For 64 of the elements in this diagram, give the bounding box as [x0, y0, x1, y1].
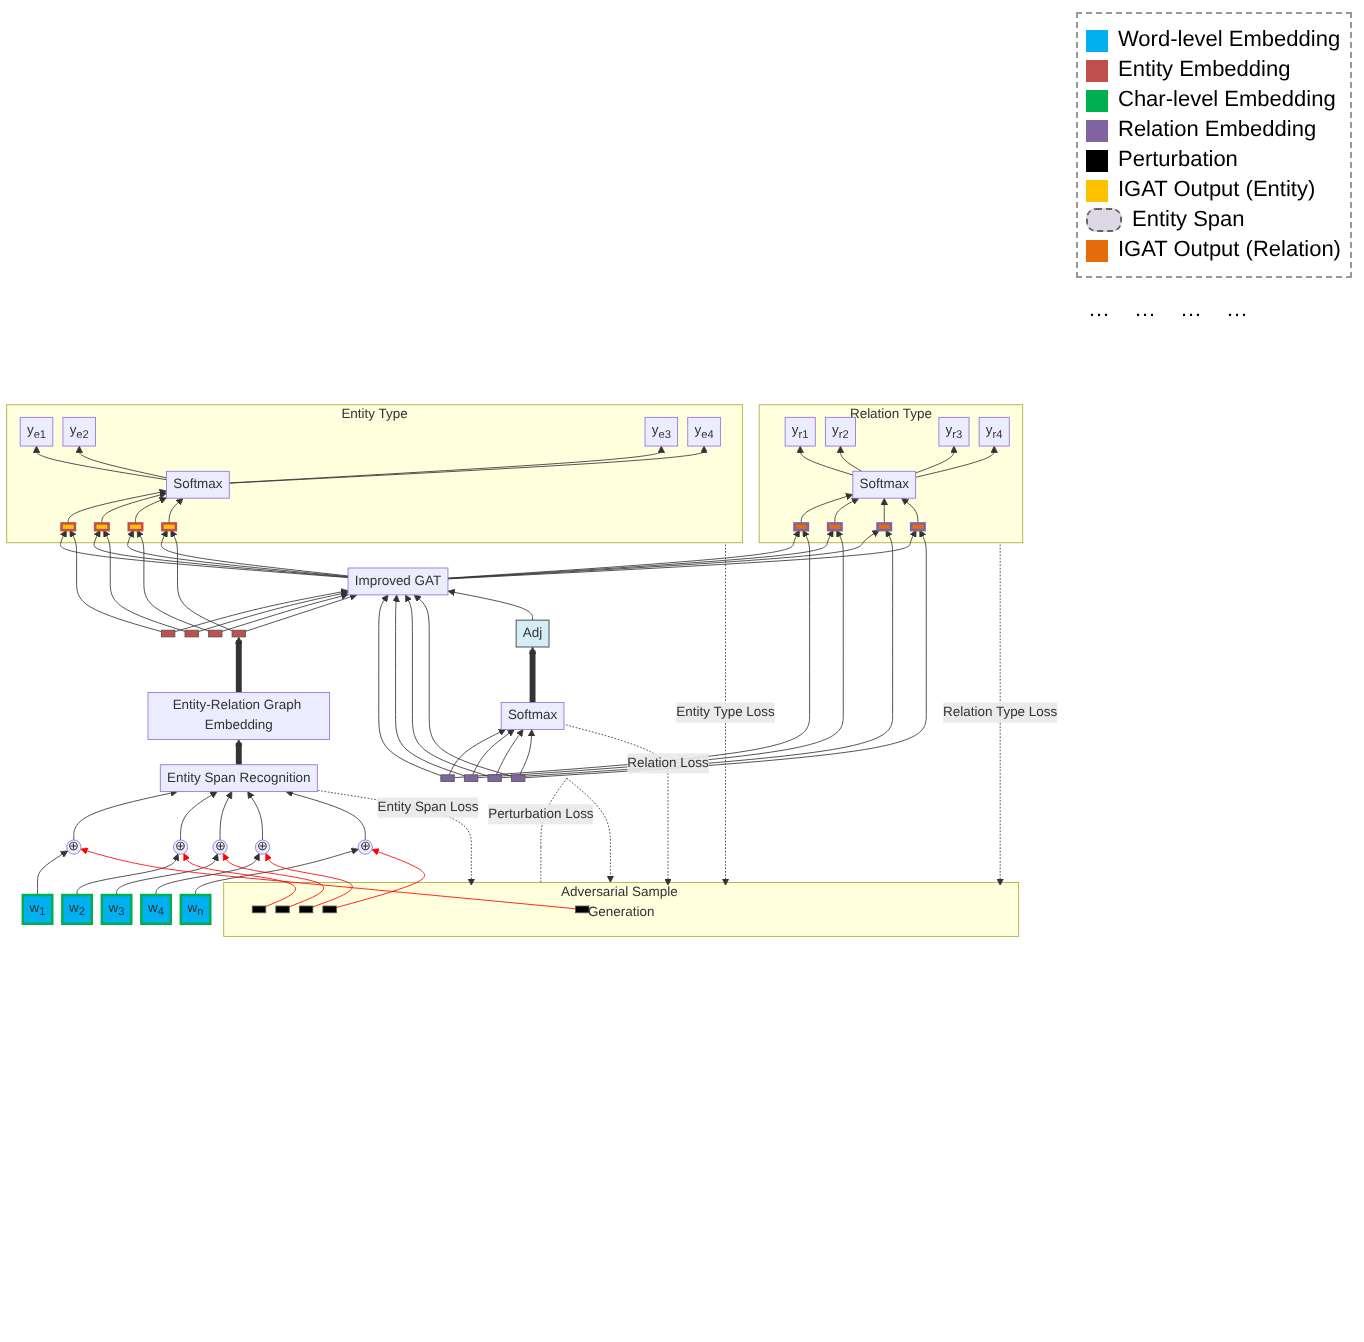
legend-text: Perturbation	[1118, 148, 1238, 172]
node-box	[161, 522, 178, 532]
node-box	[127, 522, 144, 532]
node-box	[852, 471, 917, 500]
node-box	[147, 692, 331, 741]
node-box	[179, 894, 212, 926]
node-circle	[173, 840, 189, 856]
node-box	[298, 906, 314, 914]
node-box	[644, 417, 679, 447]
arrow	[528, 647, 537, 703]
node-box	[60, 522, 77, 532]
legend-text: Char-level Embedding	[1118, 88, 1336, 112]
arrow	[235, 637, 243, 693]
node-box	[184, 630, 199, 638]
node-box	[575, 906, 590, 914]
node-box	[62, 417, 96, 447]
legend-text: Entity Span	[1132, 208, 1245, 232]
node-box	[208, 630, 223, 638]
node-box	[784, 417, 816, 447]
node-box	[21, 894, 54, 926]
ellipsis-label: …	[1088, 298, 1110, 322]
node-box	[159, 764, 318, 793]
legend-text: IGAT Output (Relation)	[1118, 238, 1341, 262]
legend-text: Relation Embedding	[1118, 118, 1317, 142]
cluster	[758, 404, 1024, 544]
node-box	[826, 522, 843, 532]
node-box	[322, 906, 337, 914]
node-box	[231, 630, 246, 638]
node-box	[140, 894, 172, 926]
legend-text: IGAT Output (Entity)	[1118, 178, 1316, 202]
node-box	[93, 522, 110, 532]
node-box	[251, 906, 267, 914]
legend-text: Word-level Embedding	[1118, 28, 1341, 52]
ellipsis-label: …	[1226, 298, 1248, 322]
node-box	[275, 906, 290, 914]
node-box	[463, 774, 479, 783]
node-box	[61, 894, 93, 926]
node-box	[100, 894, 133, 926]
node-box	[19, 417, 54, 447]
node-box	[978, 417, 1010, 447]
node-box	[166, 471, 230, 500]
cluster	[6, 404, 743, 544]
ellipsis-label: …	[1180, 298, 1202, 322]
ellipsis-label: …	[1134, 298, 1156, 322]
node-box	[440, 774, 455, 783]
node-circle	[212, 840, 228, 856]
node-circle	[357, 840, 373, 856]
node-box	[687, 417, 721, 447]
node-box	[347, 568, 449, 596]
node-box	[909, 522, 926, 532]
node-box	[487, 774, 502, 783]
legend-text: Entity Embedding	[1118, 58, 1291, 82]
node-box	[515, 620, 550, 648]
arrow	[235, 739, 243, 766]
node-box	[161, 630, 176, 638]
node-box	[938, 417, 970, 447]
node-circle	[254, 840, 271, 856]
node-box	[876, 522, 893, 532]
node-box	[500, 702, 565, 731]
cluster	[223, 882, 1020, 938]
node-circle	[66, 840, 82, 856]
node-box	[824, 417, 856, 447]
node-box	[793, 522, 810, 532]
node-box	[511, 774, 526, 783]
